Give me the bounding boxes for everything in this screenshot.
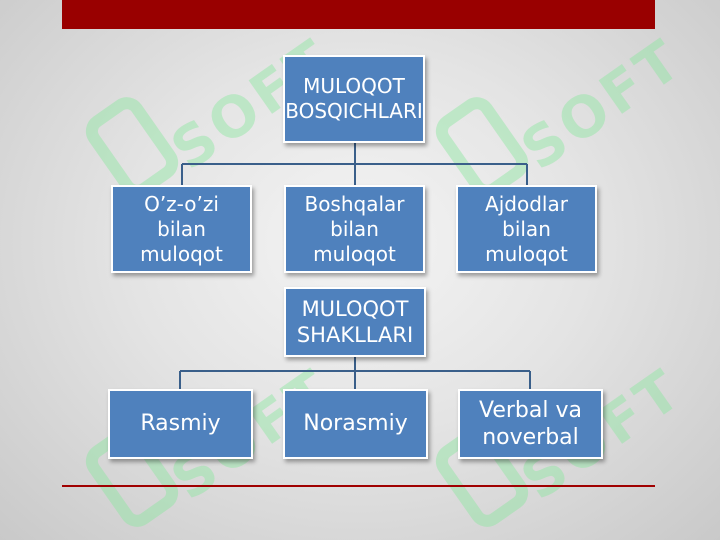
root-box-stages: MULOQOT BOSQICHLARI <box>283 55 425 143</box>
child-box-ancestors: Ajdodlar bilan muloqot <box>456 185 597 273</box>
child-label-formal: Rasmiy <box>140 411 221 437</box>
root-label-stages: MULOQOT BOSQICHLARI <box>285 74 423 123</box>
child-label-self: O’z-o’zi bilan muloqot <box>140 191 223 266</box>
root-label-forms: MULOQOT SHAKLLARI <box>296 296 414 347</box>
child-box-others: Boshqalar bilan muloqot <box>284 185 425 273</box>
child-label-others: Boshqalar bilan muloqot <box>304 191 405 266</box>
bottom-divider <box>62 485 655 487</box>
child-box-informal: Norasmiy <box>283 389 428 459</box>
child-box-verbal: Verbal va noverbal <box>458 389 603 459</box>
child-label-ancestors: Ajdodlar bilan muloqot <box>485 191 568 266</box>
child-label-informal: Norasmiy <box>303 411 408 437</box>
child-label-verbal: Verbal va noverbal <box>479 397 582 451</box>
child-box-formal: Rasmiy <box>108 389 253 459</box>
root-box-forms: MULOQOT SHAKLLARI <box>284 287 426 357</box>
child-box-self: O’z-o’zi bilan muloqot <box>111 185 252 273</box>
title-bar <box>62 0 655 29</box>
